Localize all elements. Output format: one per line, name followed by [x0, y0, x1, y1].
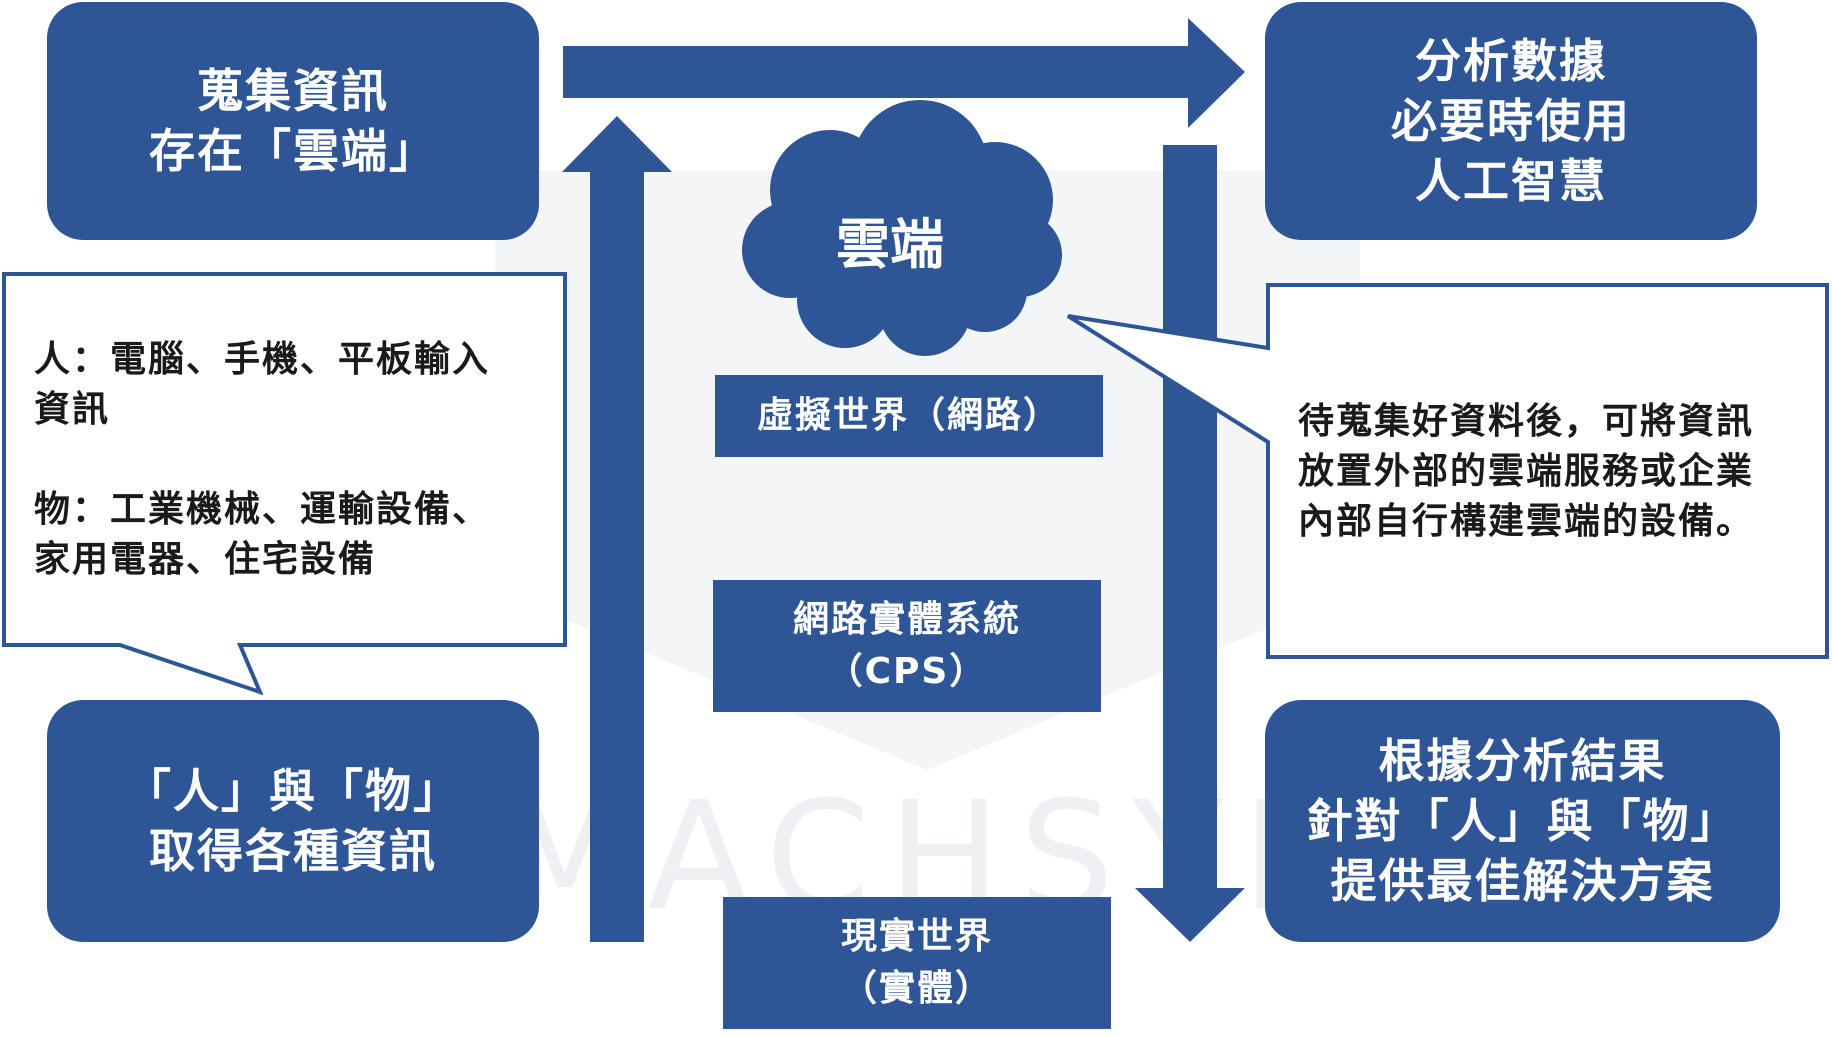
- callout-left-text: 人：電腦、手機、平板輸入 資訊 物：工業機械、運輸設備、 家用電器、住宅設備: [34, 339, 491, 580]
- cloud-shape: [742, 100, 1062, 356]
- cloud-label: 雲端: [836, 213, 944, 276]
- box-analyze-data: 分析數據 必要時使用 人工智慧: [1265, 2, 1757, 240]
- callout-right-shape: [1066, 283, 1829, 659]
- box-collect-info: 蒐集資訊 存在「雲端」: [47, 2, 539, 240]
- arrow-right: [563, 18, 1245, 128]
- callout-right-text: 待蒐集好資料後，可將資訊 放置外部的雲端服務或企業 內部自行構建雲端的設備。: [1298, 401, 1755, 542]
- callout-left-shape: [2, 272, 567, 696]
- label-cps: 網路實體系統 （CPS）: [713, 580, 1101, 712]
- arrow-up: [562, 116, 672, 942]
- box-solution: 根據分析結果 針對「人」與「物」 提供最佳解決方案: [1265, 700, 1780, 942]
- label-real-world: 現實世界 （實體）: [723, 897, 1111, 1029]
- label-virtual-world: 虛擬世界（網路）: [715, 375, 1103, 457]
- box-acquire-info: 「人」與「物」 取得各種資訊: [47, 700, 539, 942]
- arrow-down: [1135, 145, 1245, 942]
